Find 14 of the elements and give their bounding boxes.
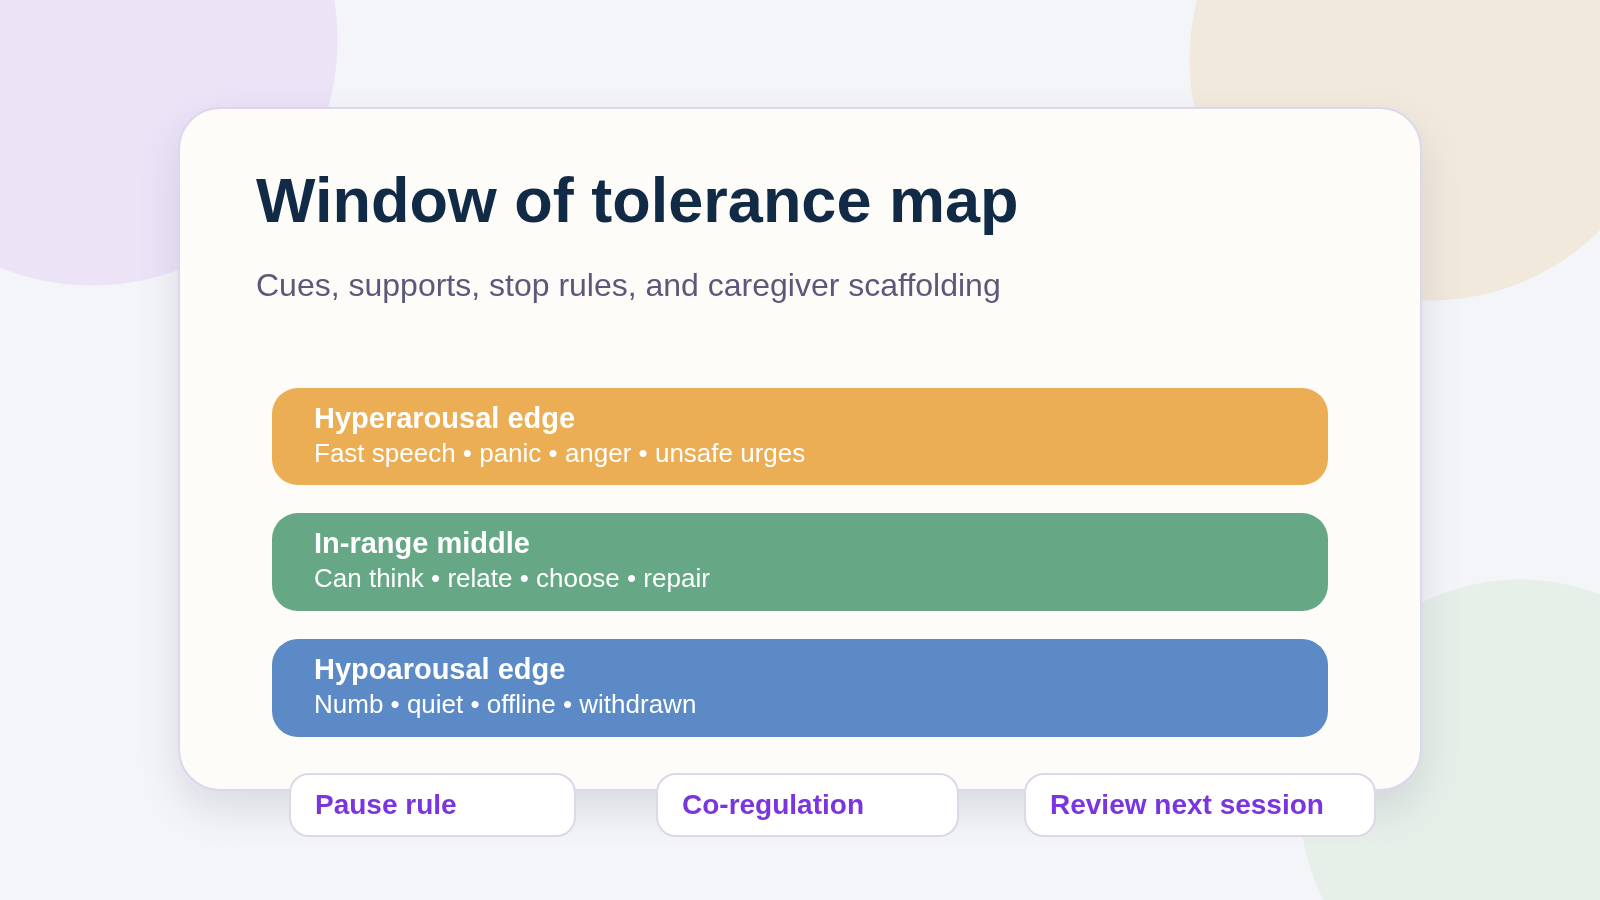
title-heading: Window of tolerance map <box>256 166 1019 236</box>
band-heading: Hyperarousal edge <box>314 402 577 436</box>
action-chip: Co-regulation <box>656 773 959 837</box>
zone-band <box>272 639 1328 737</box>
band-description: Fast speech • panic • anger • unsafe urges <box>314 437 807 470</box>
band-heading: In-range middle <box>314 527 531 561</box>
band-heading: Hypoarousal edge <box>314 653 567 687</box>
subtitle-text: Cues, supports, stop rules, and caregiver scaffolding <box>256 266 1001 305</box>
zone-band <box>272 513 1328 611</box>
band-description: Can think • relate • choose • repair <box>314 562 711 595</box>
band-description: Numb • quiet • offline • withdrawn <box>314 688 698 721</box>
zone-band <box>272 388 1328 485</box>
action-chip: Review next session <box>1024 773 1376 837</box>
action-chip: Pause rule <box>289 773 576 837</box>
